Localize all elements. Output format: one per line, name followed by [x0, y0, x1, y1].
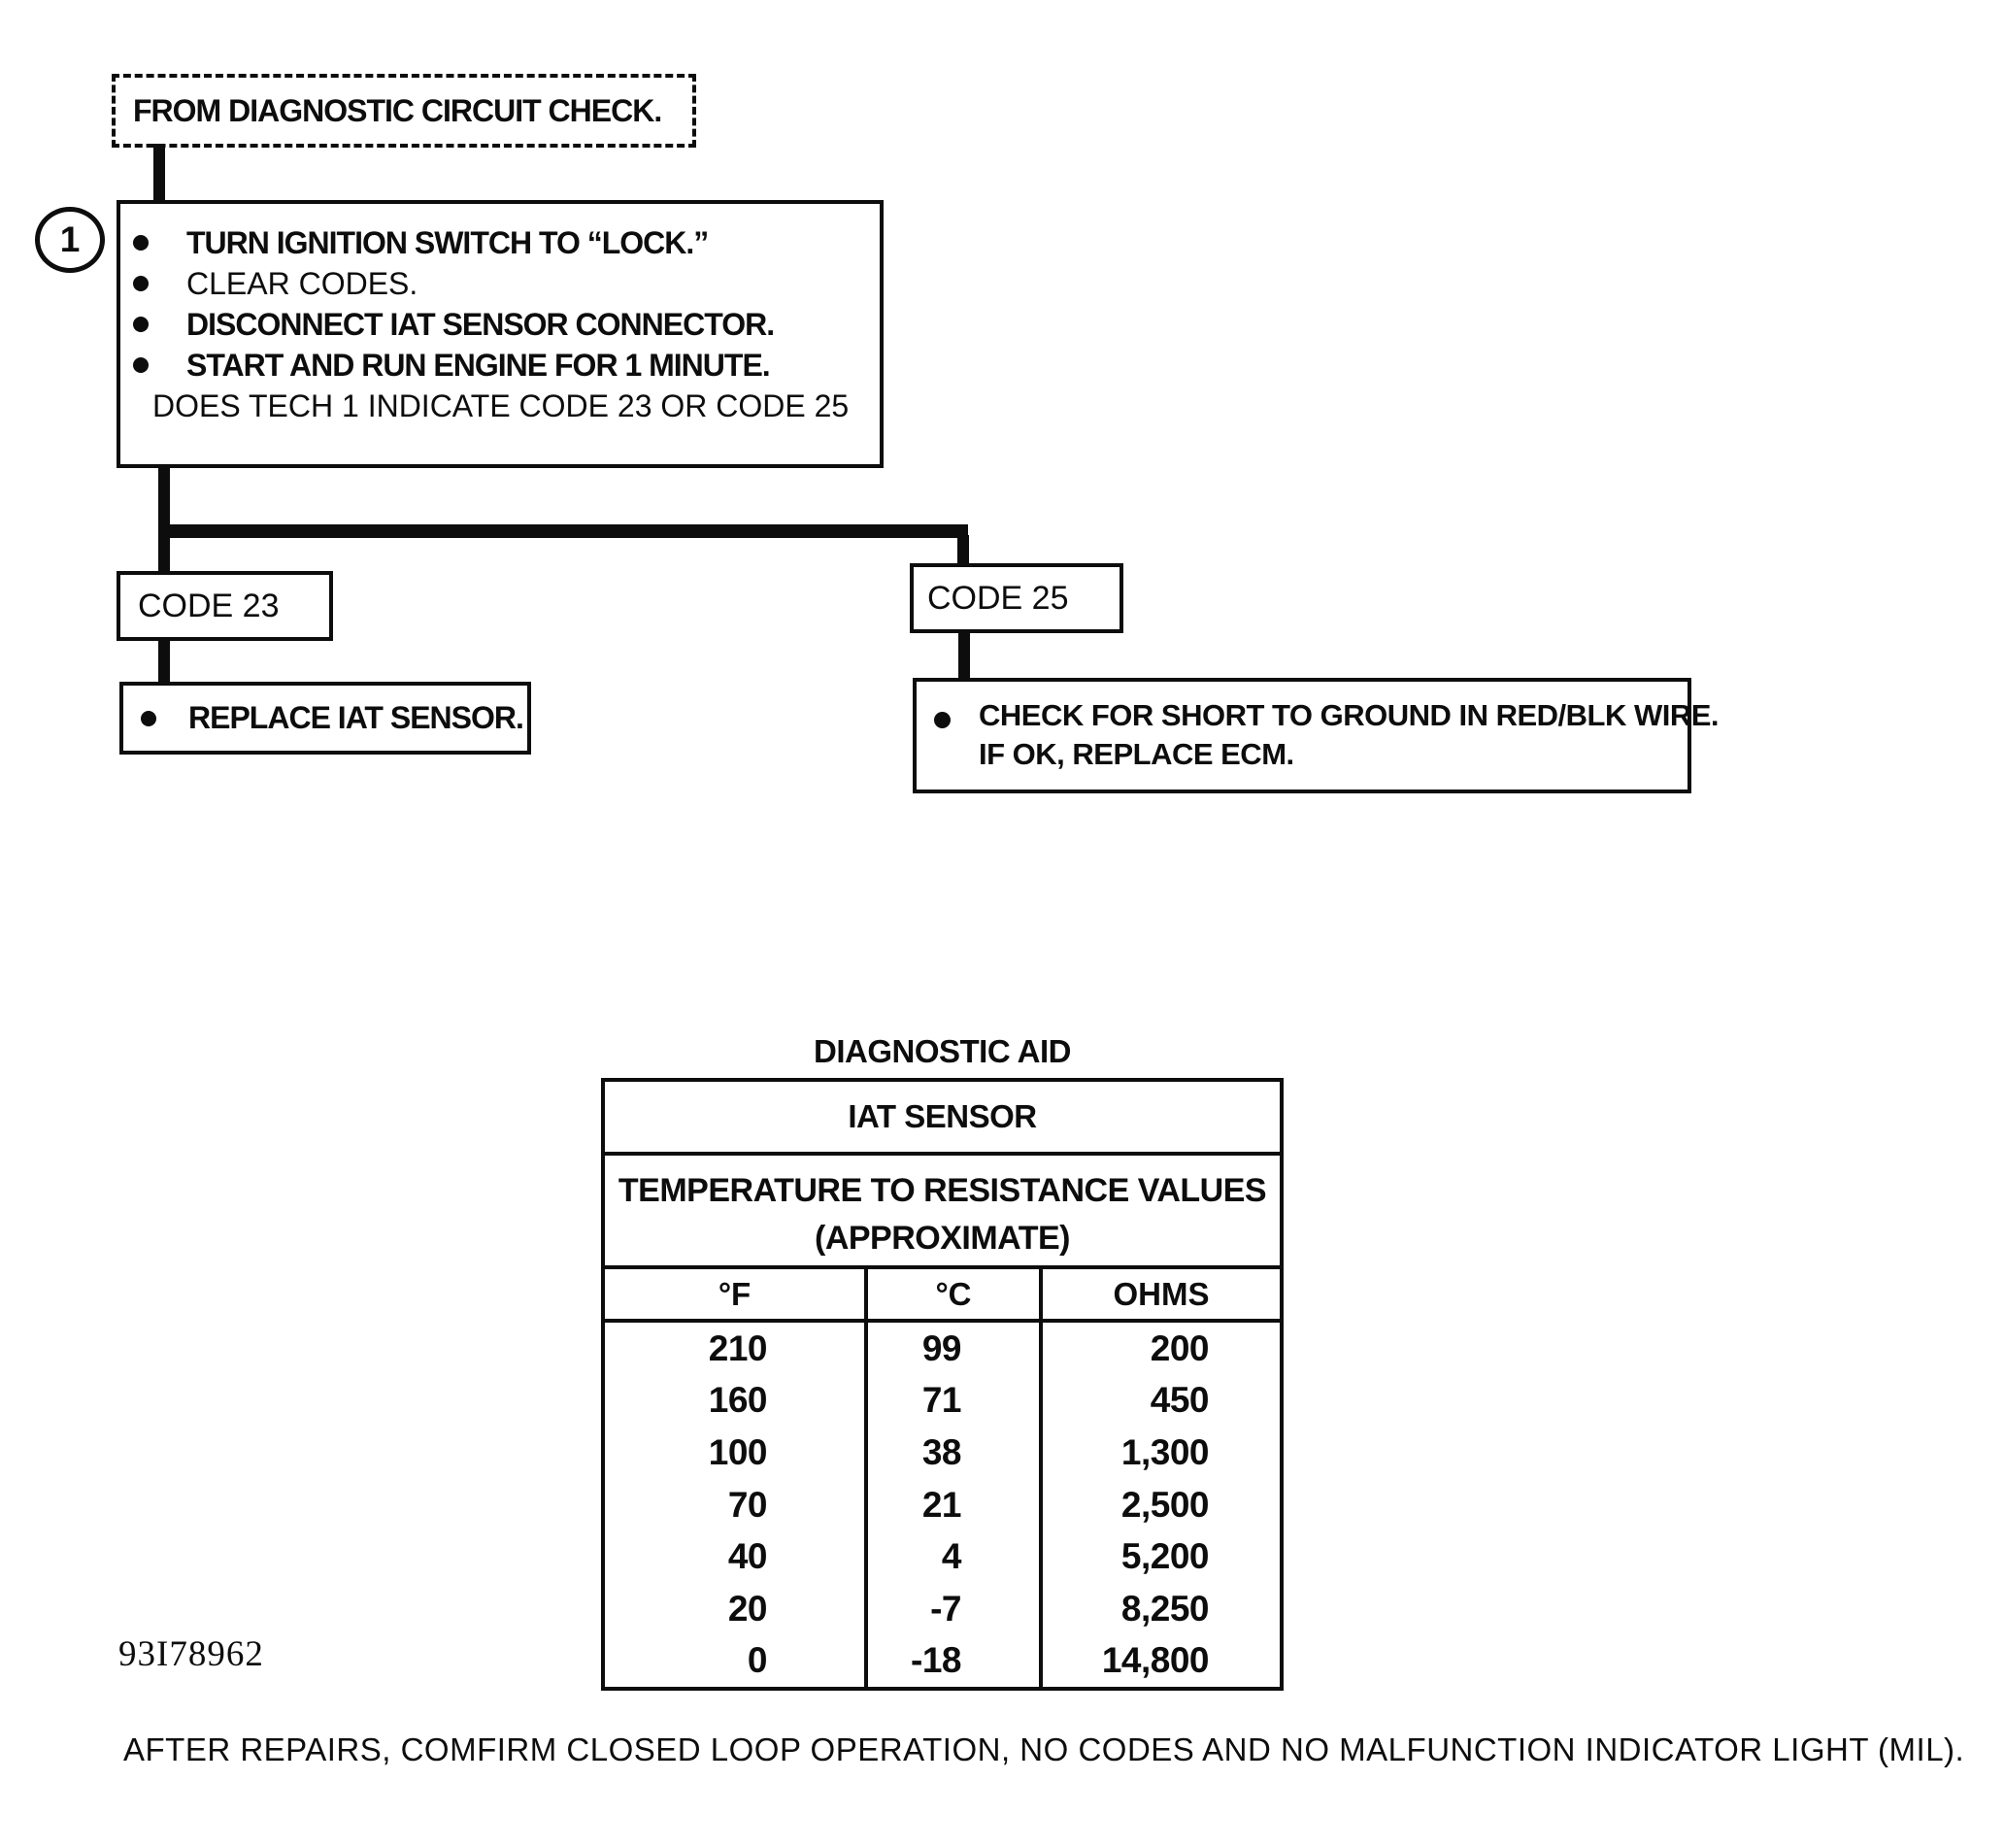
bullet-icon [141, 710, 156, 726]
bullet-icon [934, 712, 951, 728]
column-header-ohms: OHMS [1113, 1275, 1210, 1312]
footer-note: AFTER REPAIRS, COMFIRM CLOSED LOOP OPERA… [123, 1731, 1965, 1767]
diagnostic-aid-title: DIAGNOSTIC AID [814, 1033, 1071, 1069]
code25-box: CODE 25 [910, 563, 1123, 633]
table-body: 210 99 200 160 71 450 100 38 1,300 70 21… [605, 1323, 1280, 1688]
table-header-row: °F °C OHMS [605, 1269, 1280, 1323]
step1-bullet-text: TURN IGNITION SWITCH TO “LOCK.” [186, 224, 709, 260]
code25-action-text: CHECK FOR SHORT TO GROUND IN RED/BLK WIR… [979, 696, 1720, 774]
cell-c: 21 [864, 1478, 1043, 1531]
bullet-icon [133, 276, 149, 291]
bullet-icon [133, 317, 149, 332]
code25-label: CODE 25 [927, 579, 1069, 617]
step1-bullet-line: TURN IGNITION SWITCH TO “LOCK.” [120, 222, 880, 263]
code23-action-box: REPLACE IAT SENSOR. [119, 682, 531, 755]
table-row: 20 -7 8,250 [605, 1582, 1280, 1635]
table-row: 70 21 2,500 [605, 1478, 1280, 1531]
step1-bullet-text: CLEAR CODES. [186, 265, 418, 301]
cell-f: 100 [708, 1431, 768, 1472]
cell-ohms: 1,300 [1120, 1431, 1210, 1472]
cell-c: 71 [864, 1374, 1043, 1428]
step1-bullet-line: DISCONNECT IAT SENSOR CONNECTOR. [120, 304, 880, 345]
table-subtitle-line1: TEMPERATURE TO RESISTANCE VALUES [618, 1172, 1267, 1209]
bullet-icon [133, 357, 149, 373]
connector-code25-to-action [958, 630, 970, 680]
cell-c: 38 [864, 1427, 1043, 1479]
table-row: 40 4 5,200 [605, 1530, 1280, 1583]
code25-action-box: CHECK FOR SHORT TO GROUND IN RED/BLK WIR… [913, 678, 1720, 793]
cell-f: 0 [747, 1640, 768, 1681]
iat-sensor-table: IAT SENSOR TEMPERATURE TO RESISTANCE VAL… [601, 1078, 1284, 1691]
code23-label: CODE 23 [138, 587, 280, 624]
cell-f: 40 [727, 1536, 768, 1577]
connector-branch-to-code25 [957, 535, 969, 565]
cell-f: 210 [708, 1327, 768, 1368]
entry-box: FROM DIAGNOSTIC CIRCUIT CHECK. [112, 74, 696, 148]
cell-ohms: 14,800 [1101, 1640, 1210, 1681]
cell-ohms: 8,250 [1120, 1588, 1210, 1629]
step-number-badge: 1 [35, 207, 105, 273]
table-row: 160 71 450 [605, 1374, 1280, 1428]
cell-f: 20 [727, 1588, 768, 1629]
table-title: IAT SENSOR [605, 1082, 1280, 1156]
cell-c: -7 [864, 1582, 1043, 1635]
cell-c: -18 [864, 1634, 1043, 1688]
code25-action-line1: CHECK FOR SHORT TO GROUND IN RED/BLK WIR… [979, 698, 1720, 732]
step-number: 1 [59, 219, 81, 259]
connector-step1-to-code23 [158, 464, 170, 573]
step1-bullet-line: START AND RUN ENGINE FOR 1 MINUTE. [120, 345, 880, 386]
cell-c: 99 [864, 1323, 1043, 1375]
table-row: 210 99 200 [605, 1323, 1280, 1375]
step1-question: DOES TECH 1 INDICATE CODE 23 OR CODE 25 [152, 388, 850, 423]
table-row: 0 -18 14,800 [605, 1634, 1280, 1688]
cell-ohms: 450 [1150, 1380, 1210, 1421]
step1-bullet-text: DISCONNECT IAT SENSOR CONNECTOR. [186, 306, 775, 342]
step1-box: TURN IGNITION SWITCH TO “LOCK.” CLEAR CO… [117, 200, 884, 468]
table-subtitle-line2: (APPROXIMATE) [815, 1220, 1070, 1257]
cell-f: 160 [708, 1380, 768, 1421]
connector-code23-to-action [158, 637, 170, 684]
table-row: 100 38 1,300 [605, 1427, 1280, 1479]
step1-bullet-line: CLEAR CODES. [120, 263, 880, 304]
entry-label: FROM DIAGNOSTIC CIRCUIT CHECK. [133, 92, 662, 128]
column-header-f: °F [718, 1275, 752, 1312]
cell-c: 4 [864, 1530, 1043, 1583]
code23-box: CODE 23 [117, 571, 333, 641]
step1-bullet-text: START AND RUN ENGINE FOR 1 MINUTE. [186, 347, 771, 383]
code25-action-line2: IF OK, REPLACE ECM. [979, 737, 1294, 771]
branch-horizontal-line [158, 524, 968, 538]
column-header-c: °C [864, 1269, 1043, 1319]
connector-entry-to-step1 [153, 144, 165, 202]
cell-ohms: 200 [1150, 1327, 1210, 1368]
bullet-icon [133, 235, 149, 251]
table-subtitle: TEMPERATURE TO RESISTANCE VALUES (APPROX… [605, 1156, 1280, 1269]
code23-action-text: REPLACE IAT SENSOR. [188, 700, 524, 735]
cell-f: 70 [727, 1484, 768, 1525]
figure-number: 93I78962 [118, 1634, 264, 1674]
cell-ohms: 5,200 [1120, 1536, 1210, 1577]
cell-ohms: 2,500 [1120, 1484, 1210, 1525]
